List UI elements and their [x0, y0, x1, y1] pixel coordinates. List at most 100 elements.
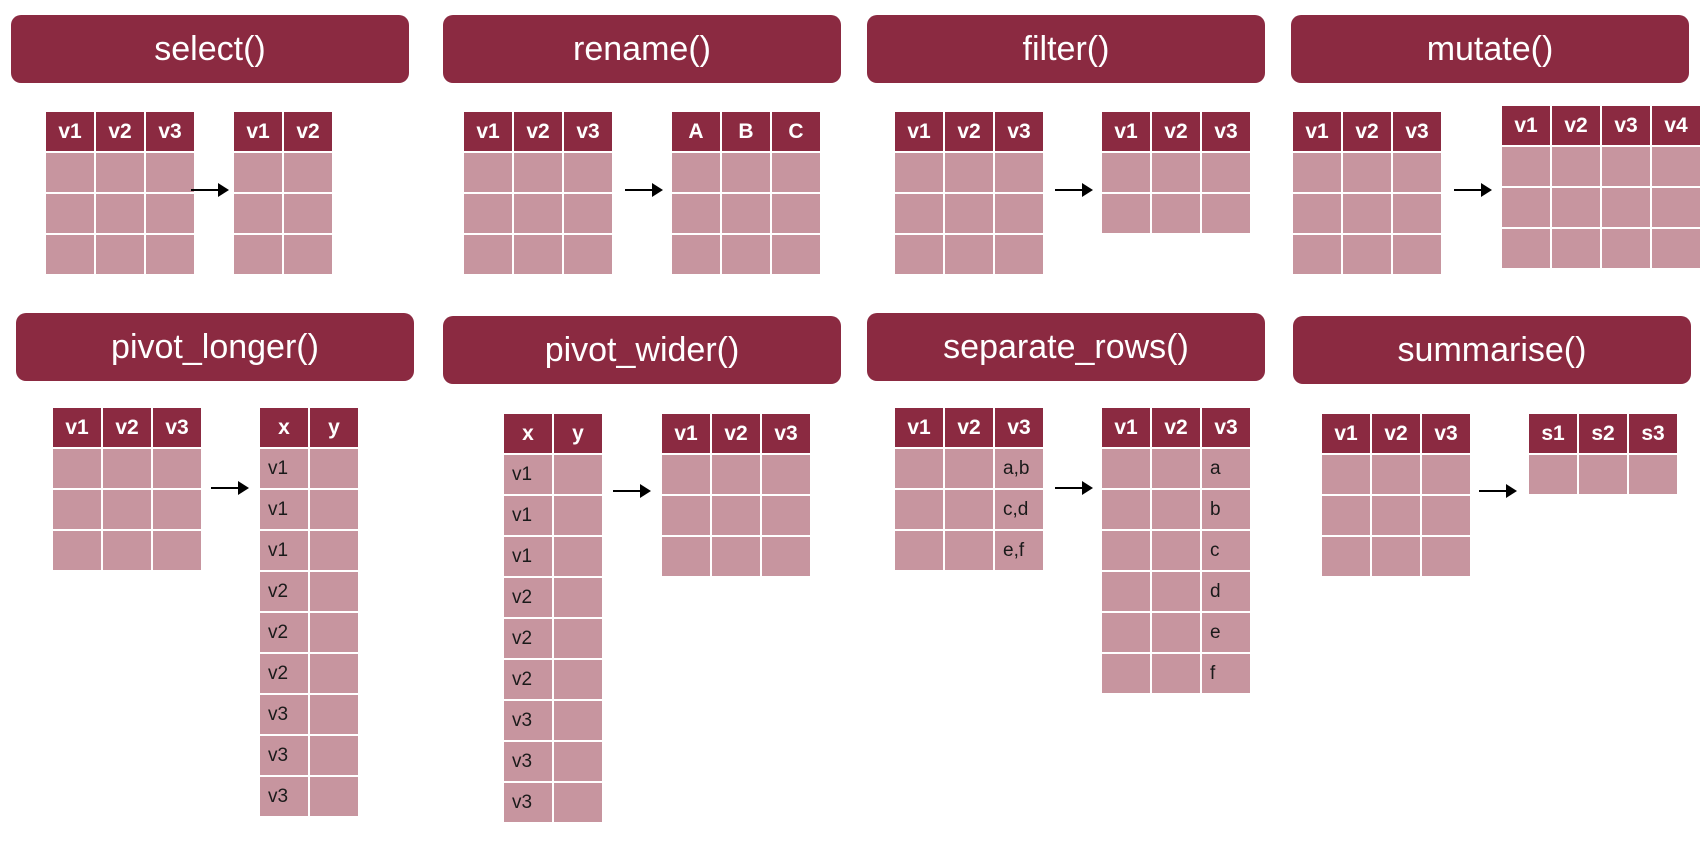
table-cell: v2 — [504, 578, 552, 617]
table-cell — [1343, 235, 1391, 274]
header-cell: v1 — [895, 112, 943, 151]
verb-title: pivot_wider() — [443, 316, 841, 384]
table-row: e,f — [895, 531, 1045, 572]
table-cell — [895, 194, 943, 233]
table-cell — [46, 235, 94, 274]
table-cell: b — [1202, 490, 1250, 529]
table-cell — [672, 194, 720, 233]
table-cell — [1202, 194, 1250, 233]
table-cell — [1502, 188, 1550, 227]
right-arrow-icon — [211, 481, 249, 495]
table-cell — [712, 496, 760, 535]
table-cell — [1152, 490, 1200, 529]
table-cell — [514, 194, 562, 233]
table-cell — [1372, 455, 1420, 494]
right-arrow-icon — [1479, 484, 1517, 498]
table-cell — [945, 449, 993, 488]
table-cell: v2 — [504, 660, 552, 699]
right-arrow-icon — [1055, 481, 1093, 495]
table-row — [1322, 455, 1472, 496]
table-cell — [146, 153, 194, 192]
table-cell — [1602, 188, 1650, 227]
table-cell — [945, 153, 993, 192]
table-cell: v1 — [504, 455, 552, 494]
right-arrow-icon — [625, 183, 663, 197]
table-cell — [1102, 449, 1150, 488]
table-cell — [1102, 654, 1150, 693]
table-cell — [1343, 194, 1391, 233]
table-row: v1 — [260, 449, 360, 490]
table-cell — [1372, 537, 1420, 576]
table-row — [1293, 235, 1443, 276]
table-cell: v3 — [260, 695, 308, 734]
table-cell — [995, 235, 1043, 274]
table-row: b — [1102, 490, 1252, 531]
table-row: d — [1102, 572, 1252, 613]
table-cell — [762, 537, 810, 576]
table-row — [53, 490, 203, 531]
table-cell — [53, 531, 101, 570]
table-cell: c,d — [995, 490, 1043, 529]
table-cell — [153, 531, 201, 570]
table-cell: v1 — [260, 490, 308, 529]
table-cell — [46, 153, 94, 192]
table-cell: v2 — [260, 654, 308, 693]
table-cell — [1152, 654, 1200, 693]
header-cell: v1 — [1502, 106, 1550, 145]
table-cell — [1152, 531, 1200, 570]
table-cell — [1102, 490, 1150, 529]
table-row: c,d — [895, 490, 1045, 531]
table-cell — [554, 701, 602, 740]
header-cell: v1 — [464, 112, 512, 151]
table-row: v1 — [260, 490, 360, 531]
header-cell: v3 — [1202, 408, 1250, 447]
table-cell — [1372, 496, 1420, 535]
header-cell: v2 — [712, 414, 760, 453]
table-cell — [945, 531, 993, 570]
table-row — [672, 153, 822, 194]
header-cell: v2 — [514, 112, 562, 151]
table-cell — [895, 235, 943, 274]
table-cell: v2 — [260, 572, 308, 611]
table-cell — [53, 490, 101, 529]
table-row: a — [1102, 449, 1252, 490]
header-cell: v2 — [103, 408, 151, 447]
table-cell — [1393, 235, 1441, 274]
table-cell — [464, 194, 512, 233]
header-cell: v1 — [46, 112, 94, 151]
header-cell: C — [772, 112, 820, 151]
verb-title: pivot_longer() — [16, 313, 414, 381]
header-cell: v1 — [1293, 112, 1341, 151]
table-cell — [1102, 613, 1150, 652]
table-row — [464, 235, 614, 276]
table-cell — [1652, 147, 1700, 186]
table-row — [1529, 455, 1679, 496]
table-row: e — [1102, 613, 1252, 654]
table-cell — [146, 194, 194, 233]
table-row: v2 — [504, 660, 604, 701]
table-cell — [96, 235, 144, 274]
table-row — [895, 153, 1045, 194]
table-cell — [1502, 229, 1550, 268]
table-row — [672, 235, 822, 276]
table-cell — [53, 449, 101, 488]
table-cell — [662, 455, 710, 494]
